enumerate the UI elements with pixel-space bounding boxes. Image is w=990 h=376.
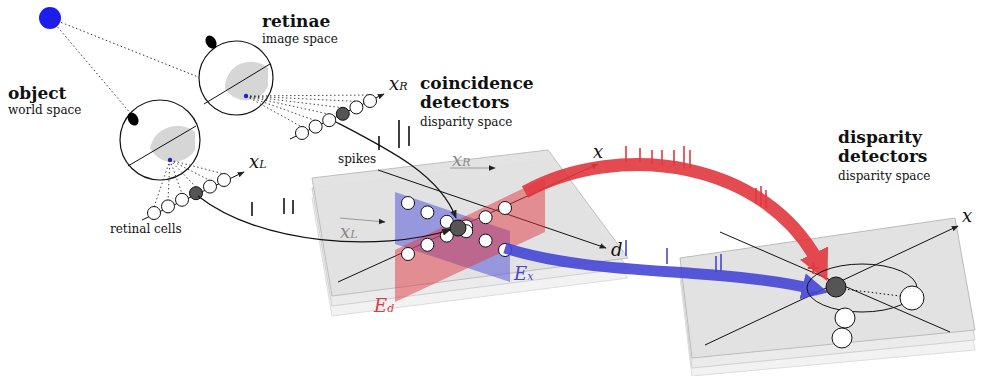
axis-label: xR (389, 74, 407, 94)
region-label: Ed (374, 296, 394, 316)
disparity-detector (807, 264, 924, 348)
part-title: coincidence detectors (420, 74, 540, 111)
region-label: Ex (514, 264, 533, 284)
part-name: spikes (338, 153, 376, 166)
right-eye (199, 33, 273, 115)
axis-label: x (962, 206, 972, 226)
retina-link (336, 122, 456, 218)
part-title: object (8, 84, 66, 103)
excitatory-arrow (525, 165, 822, 270)
coincidence-cells (402, 197, 512, 261)
axis-label: xL (340, 222, 357, 242)
axis-label: x (593, 142, 603, 162)
left-eye (120, 100, 200, 180)
axis-label: xR (452, 150, 470, 170)
retina-link (198, 196, 450, 242)
sign-label: - (810, 282, 817, 302)
part-title: retinae (262, 12, 330, 31)
inhibitory-arrow (505, 248, 818, 290)
retinal-cells (296, 95, 377, 140)
retina-axis (142, 172, 244, 220)
axis-label: xL (249, 152, 266, 172)
part-subtitle: world space (8, 104, 81, 117)
spike-trains (626, 146, 766, 272)
part-subtitle: image space (262, 33, 338, 46)
part-subtitle: disparity space (838, 170, 930, 183)
retinal-cells (148, 174, 231, 220)
retina-axis (290, 94, 384, 139)
axis-label: d (611, 240, 623, 260)
disparity-plane (680, 218, 975, 376)
part-title: disparity detectors (838, 128, 938, 165)
part-name: retinal cells (110, 223, 182, 236)
sign-label: + (806, 258, 821, 278)
part-subtitle: disparity space (420, 116, 512, 129)
